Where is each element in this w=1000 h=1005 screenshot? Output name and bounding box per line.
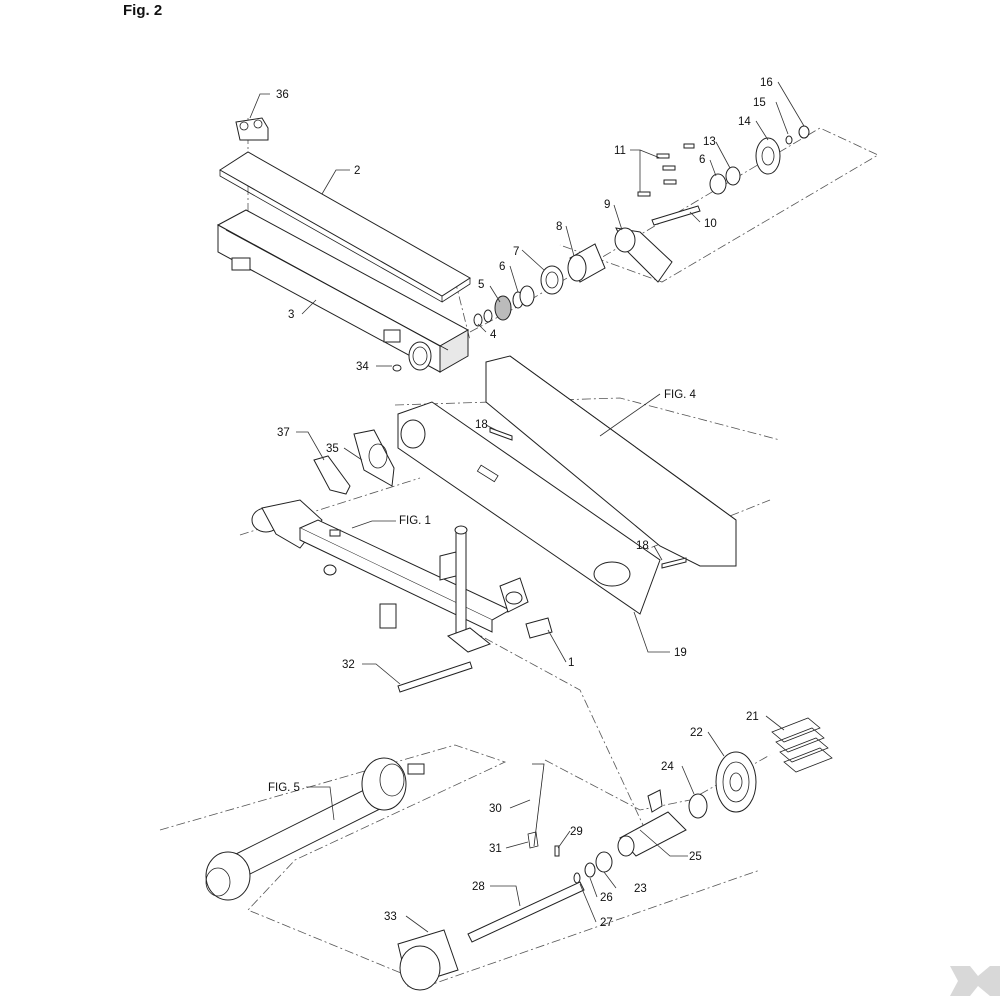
callout-22: 22 — [690, 727, 703, 739]
frame-fig-4 — [485, 355, 737, 567]
key-part-11a — [656, 153, 670, 159]
shaft-part-10 — [651, 205, 701, 226]
shaft-part-28 — [467, 881, 585, 943]
callout-5: 5 — [478, 279, 484, 291]
callout-25: 25 — [689, 851, 702, 863]
spring-part-31 — [527, 831, 539, 849]
ring-part-26 — [584, 862, 596, 878]
cover-plate-part-2 — [219, 151, 471, 303]
callout-37: 37 — [277, 427, 290, 439]
callout-18-lower: 18 — [636, 540, 649, 552]
key-part-11b — [662, 165, 676, 171]
bevel-gear-part-5 — [494, 295, 512, 321]
fitting-part-34 — [392, 364, 402, 372]
bracket-part-1 — [525, 617, 553, 639]
callout-35: 35 — [326, 443, 339, 455]
callout-21: 21 — [746, 711, 759, 723]
callout-32: 32 — [342, 659, 355, 671]
main-frame-fig-1 — [251, 499, 529, 653]
callout-18-upper: 18 — [475, 419, 488, 431]
callout-4: 4 — [490, 329, 497, 341]
callout-14: 14 — [738, 116, 751, 128]
pto-shaft-fig-5 — [205, 757, 425, 901]
ring-part-13 — [725, 166, 741, 186]
figure-title: Fig. 2 — [123, 2, 163, 19]
callout-fig-5: FIG. 5 — [268, 782, 300, 794]
callout-24: 24 — [661, 761, 674, 773]
callout-23: 23 — [634, 883, 647, 895]
brand-logo — [950, 966, 1000, 996]
callout-31: 31 — [489, 843, 502, 855]
callout-30: 30 — [489, 803, 502, 815]
callout-2: 2 — [354, 165, 360, 177]
callout-15: 15 — [753, 97, 766, 109]
callout-9: 9 — [604, 199, 610, 211]
pulley-part-22 — [715, 751, 757, 813]
leader-lines — [249, 81, 805, 933]
bearing-part-6b — [709, 173, 727, 195]
key-part-29 — [554, 845, 560, 857]
callout-6-upper: 6 — [699, 154, 705, 166]
washer-part-15 — [785, 135, 793, 145]
housing-part-25 — [617, 789, 687, 857]
callout-28: 28 — [472, 881, 485, 893]
bracket-part-36 — [235, 117, 269, 141]
beam-part-19 — [397, 401, 661, 615]
callout-13: 13 — [703, 136, 716, 148]
pin-part-18a — [489, 427, 513, 441]
callout-33: 33 — [384, 911, 397, 923]
callout-34: 34 — [356, 361, 369, 373]
washer-part-4 — [473, 313, 483, 327]
callout-7: 7 — [513, 246, 519, 258]
bracket-part-37 — [313, 455, 351, 495]
bearing-part-23 — [595, 851, 613, 873]
callout-10: 10 — [704, 218, 717, 230]
callout-6: 6 — [499, 261, 505, 273]
drive-parts-group — [473, 125, 810, 327]
callout-3: 3 — [288, 309, 294, 321]
pulley-part-14 — [755, 137, 781, 175]
callout-11: 11 — [614, 145, 626, 157]
plate-part-35 — [353, 429, 395, 487]
callout-19: 19 — [674, 647, 687, 659]
nut-part-16 — [798, 125, 810, 139]
bearing-part-24 — [688, 793, 708, 819]
callout-36: 36 — [276, 89, 289, 101]
clip-part-27 — [573, 872, 581, 884]
callout-29: 29 — [570, 826, 583, 838]
trough-housing-part-3 — [216, 209, 470, 373]
pin-part-32 — [397, 661, 473, 693]
cover-part-33 — [397, 929, 459, 991]
callout-1: 1 — [568, 657, 574, 669]
callout-fig-4: FIG. 4 — [664, 389, 697, 401]
flange-part-7 — [540, 265, 564, 295]
callout-26: 26 — [600, 892, 613, 904]
callout-labels: 36 2 3 34 4 5 6 7 8 9 10 11 6 13 14 15 1… — [268, 77, 773, 929]
callout-27: 27 — [600, 917, 613, 929]
callout-fig-1: FIG. 1 — [399, 515, 431, 527]
callout-8: 8 — [556, 221, 562, 233]
callout-16: 16 — [760, 77, 773, 89]
spring-rod-part-30 — [532, 763, 545, 847]
pin-part-18b — [661, 557, 687, 569]
belt-guide-part-21 — [771, 717, 833, 773]
